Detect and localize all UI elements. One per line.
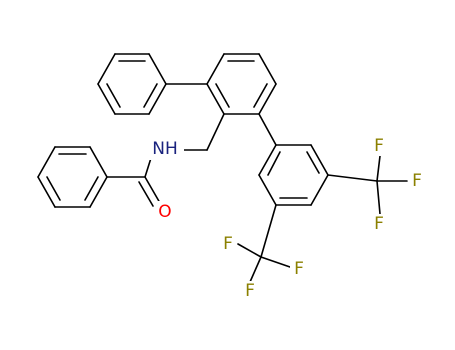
cf3-group-lower	[237, 204, 291, 283]
cf3-group-right	[327, 155, 408, 215]
oxygen-label: O	[158, 202, 171, 222]
left-phenyl-ring	[37, 146, 108, 208]
top-phenyl-ring	[97, 53, 167, 115]
nh-carbonyl-bond	[144, 157, 152, 178]
fluorine-label: F	[223, 234, 233, 254]
fluorine-label: F	[294, 259, 304, 279]
central-benzene-ring	[206, 53, 277, 115]
fluorine-label: F	[245, 281, 255, 301]
bis-cf3-phenyl-ring	[258, 144, 329, 206]
fluorine-label: F	[374, 136, 384, 156]
carbonyl-double-bond-a	[144, 176, 161, 204]
methylene-bond	[206, 113, 225, 151]
biaryl-bond-right	[258, 113, 277, 146]
nitrogen-nh-label: NH	[152, 139, 178, 159]
fluorine-label: F	[412, 171, 422, 191]
fluorine-label: F	[374, 214, 384, 234]
carbonyl-double-bond-b	[138, 181, 154, 207]
